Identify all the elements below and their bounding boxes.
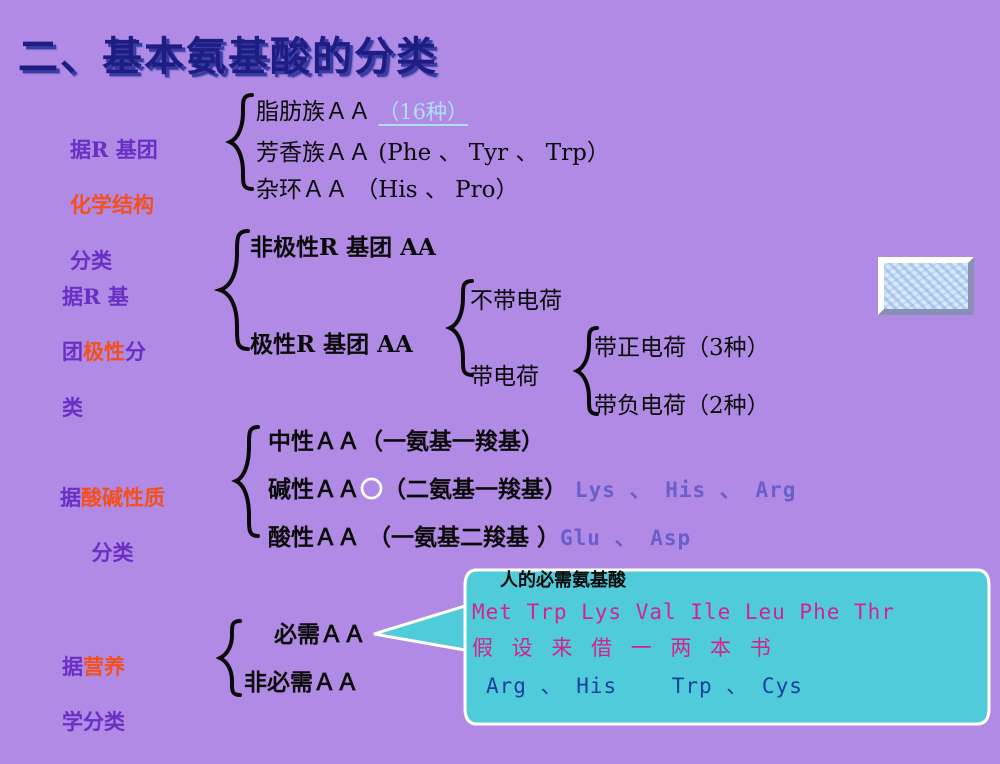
row-aliphatic-aa-text: 脂肪族ＡＡ: [256, 99, 371, 125]
row-polar-r-aa: 极性R 基团 AA: [250, 331, 413, 358]
row-uncharged: 不带电荷: [470, 288, 562, 314]
row-basic-aa-text: 碱性ＡＡ: [268, 476, 360, 503]
row-aromatic-aa: 芳香族ＡＡ (Phe 、 Tyr 、 Trp）: [256, 140, 610, 166]
callout-text-block: 人的必需氨基酸 Met Trp Lys Val Ile Leu Phe Thr …: [472, 566, 972, 700]
texture-thumbnail-image: [878, 257, 974, 315]
category-label-nutrition: 据营养 学分类: [62, 625, 125, 764]
cat1-line1: 据R 基团: [70, 136, 158, 162]
row-heterocyclic-aa: 杂环ＡＡ （His 、 Pro）: [256, 177, 519, 203]
row-aliphatic-aa-note: （16种）: [378, 100, 469, 124]
cat1-line2: 化学结构: [70, 192, 154, 218]
cat2-hot: 极性: [83, 339, 125, 365]
cat3-line2: 分类: [91, 540, 134, 566]
cat4-hot: 营养: [83, 653, 125, 679]
row-negative-charge: 带负电荷（2种）: [594, 393, 770, 419]
category-label-r-group-structure: 据R 基团 化学结构 分类: [70, 108, 158, 302]
row-essential-aa: 必需ＡＡ: [274, 621, 366, 648]
row-basic-aa: 碱性ＡＡ〇（二氨基一羧基） Lys 、 His 、 Arg: [268, 470, 796, 504]
callout-line-extra: Arg 、 His Trp 、 Cys: [486, 674, 803, 698]
row-positive-charge: 带正电荷（3种）: [594, 335, 770, 361]
row-basic-aa-circle: 〇: [360, 476, 383, 503]
brace-group-1: [225, 93, 254, 191]
row-basic-aa-paren: （二氨基一羧基）: [383, 476, 567, 503]
page-title: 二、基本氨基酸的分类: [18, 33, 438, 80]
cat4-line1: 据营养: [62, 653, 125, 679]
row-basic-aa-examples: Lys 、 His 、 Arg: [575, 478, 797, 502]
category-label-acid-base: 据酸碱性质 分类: [60, 456, 165, 595]
cat4-line2: 学分类: [62, 709, 125, 735]
callout-shape: [373, 568, 991, 726]
cat3-line1: 据酸碱性质: [60, 484, 165, 510]
callout-line-abbrev: Met Trp Lys Val Ile Leu Phe Thr: [472, 600, 895, 624]
cat1-line3: 分类: [70, 247, 112, 273]
row-acidic-aa-examples: Glu 、 Asp: [560, 526, 692, 550]
row-acidic-aa-text: 酸性ＡＡ （一氨基二羧基 ）: [268, 524, 561, 551]
cat2-line1: 据R 基: [62, 283, 129, 309]
brace-group-2: [213, 229, 250, 351]
callout-balloon: 人的必需氨基酸 Met Trp Lys Val Ile Leu Phe Thr …: [372, 556, 992, 734]
row-aliphatic-aa: 脂肪族ＡＡ （16种）: [256, 92, 468, 126]
row-nonessential-aa: 非必需ＡＡ: [244, 669, 359, 696]
brace-group-3: [231, 425, 260, 538]
cat2-line2: 团极性分: [62, 339, 146, 365]
row-nonpolar-r-aa: 非极性R 基团 AA: [250, 234, 436, 261]
brace-group-4: [215, 619, 242, 697]
category-label-r-group-polarity: 据R 基 团极性分 类: [62, 255, 146, 449]
callout-title: 人的必需氨基酸: [500, 570, 626, 591]
row-neutral-aa: 中性ＡＡ（一氨基一羧基）: [268, 428, 544, 455]
row-charged: 带电荷: [470, 364, 539, 390]
cat2-line3: 类: [62, 394, 83, 420]
row-acidic-aa: 酸性ＡＡ （一氨基二羧基 ）Glu 、 Asp: [268, 518, 691, 552]
callout-line-mnemonic: 假 设 来 借 一 两 本 书: [472, 636, 777, 660]
cat3-hot: 酸碱性质: [81, 484, 165, 510]
